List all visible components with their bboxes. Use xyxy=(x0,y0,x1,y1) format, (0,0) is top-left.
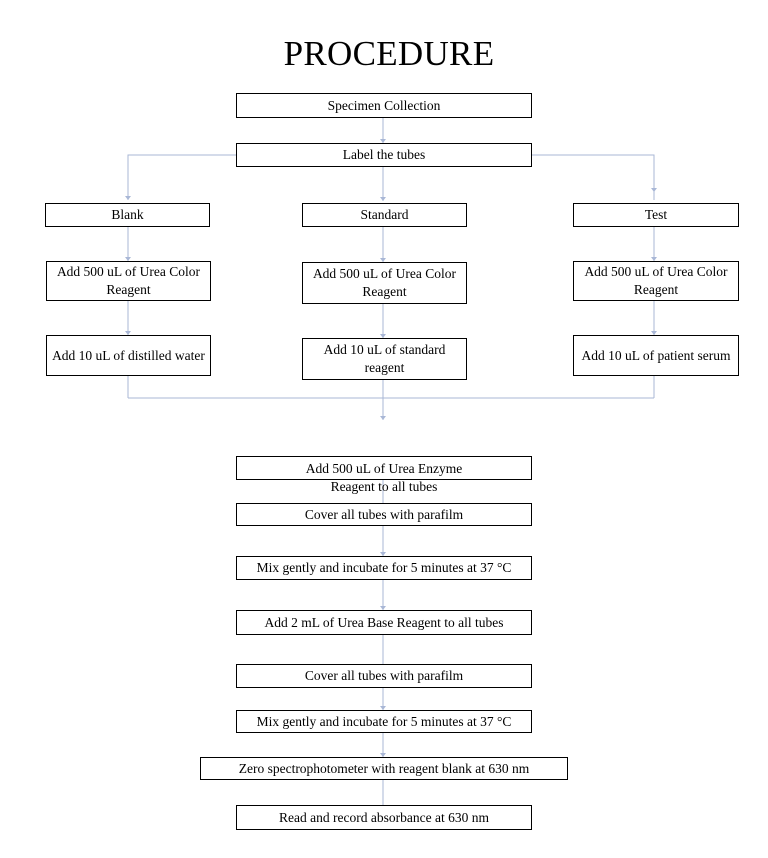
blank-step-distilled-water: Add 10 uL of distilled water xyxy=(46,335,211,376)
step-label: Add 10 uL of standard reagent xyxy=(323,342,446,375)
step-label: Zero spectrophotometer with reagent blan… xyxy=(238,760,530,776)
branch-blank: Blank xyxy=(45,203,210,227)
step-label: Add 500 uL of Urea Enzyme Reagent to all… xyxy=(305,461,463,494)
blank-step-color-reagent: Add 500 uL of Urea Color Reagent xyxy=(46,261,211,301)
step-label: Label the tubes xyxy=(342,147,426,162)
step-zero-spectrophotometer: Zero spectrophotometer with reagent blan… xyxy=(200,757,568,780)
step-label: Add 500 uL of Urea Color Reagent xyxy=(56,264,201,297)
branch-label: Standard xyxy=(360,207,409,222)
test-step-color-reagent: Add 500 uL of Urea Color Reagent xyxy=(573,261,739,301)
step-label: Add 500 uL of Urea Color Reagent xyxy=(584,264,728,297)
step-mix-incubate-2: Mix gently and incubate for 5 minutes at… xyxy=(236,710,532,733)
step-add-base-reagent: Add 2 mL of Urea Base Reagent to all tub… xyxy=(236,610,532,635)
step-label: Add 500 uL of Urea Color Reagent xyxy=(312,266,457,299)
step-label: Add 2 mL of Urea Base Reagent to all tub… xyxy=(264,614,504,630)
step-specimen-collection: Specimen Collection xyxy=(236,93,532,118)
step-label: Cover all tubes with parafilm xyxy=(304,506,464,522)
step-mix-incubate-1: Mix gently and incubate for 5 minutes at… xyxy=(236,556,532,580)
step-label: Add 10 uL of patient serum xyxy=(581,347,731,363)
standard-step-color-reagent: Add 500 uL of Urea Color Reagent xyxy=(302,262,467,304)
step-cover-parafilm-2: Cover all tubes with parafilm xyxy=(236,664,532,688)
branch-label: Test xyxy=(644,207,668,222)
standard-step-standard-reagent: Add 10 uL of standard reagent xyxy=(302,338,467,380)
step-read-absorbance: Read and record absorbance at 630 nm xyxy=(236,805,532,830)
step-label: Mix gently and incubate for 5 minutes at… xyxy=(256,713,512,729)
step-cover-parafilm-1: Cover all tubes with parafilm xyxy=(236,503,532,526)
step-label-tubes: Label the tubes xyxy=(236,143,532,167)
step-label: Cover all tubes with parafilm xyxy=(304,668,464,683)
step-add-enzyme-reagent: Add 500 uL of Urea Enzyme Reagent to all… xyxy=(236,456,532,494)
step-label: Read and record absorbance at 630 nm xyxy=(279,809,489,825)
step-label: Specimen Collection xyxy=(327,97,441,113)
step-label: Add 10 uL of distilled water xyxy=(52,347,205,363)
page-title: PROCEDURE xyxy=(283,34,495,73)
branch-test: Test xyxy=(573,203,739,227)
branch-standard: Standard xyxy=(302,203,467,227)
branch-label: Blank xyxy=(111,207,144,222)
test-step-patient-serum: Add 10 uL of patient serum xyxy=(573,335,739,376)
step-label: Mix gently and incubate for 5 minutes at… xyxy=(256,560,512,575)
